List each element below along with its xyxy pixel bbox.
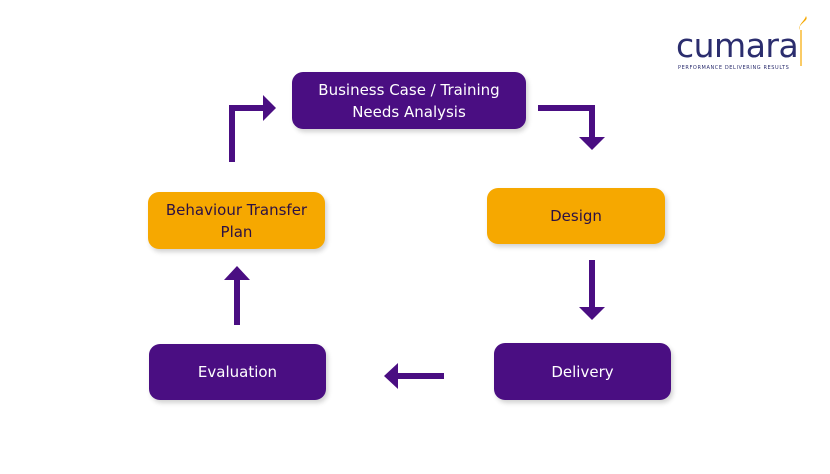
arrowhead-down-1: [579, 137, 605, 150]
arrowhead-right: [263, 95, 276, 121]
logo-wordmark: cumara: [676, 26, 799, 65]
cumara-logo: cumara PERFORMANCE DELIVERING RESULTS: [672, 16, 822, 72]
leaf-icon: [799, 16, 807, 66]
node-evaluation: Evaluation: [149, 344, 326, 400]
arrow-business-to-design: [538, 105, 595, 137]
node-behaviour-transfer: Behaviour Transfer Plan: [148, 192, 325, 249]
node-design-label: Design: [550, 207, 602, 225]
node-evaluation-label: Evaluation: [197, 363, 278, 381]
arrowhead-left: [384, 363, 398, 389]
node-design: Design: [487, 188, 665, 244]
node-delivery-label: Delivery: [551, 362, 614, 381]
arrowhead-up: [224, 266, 250, 280]
node-business-case-label: Business Case / Training Needs Analysis: [318, 80, 500, 121]
logo-tagline: PERFORMANCE DELIVERING RESULTS: [678, 65, 790, 71]
arrowhead-down-2: [579, 307, 605, 320]
node-business-case: Business Case / Training Needs Analysis: [292, 72, 526, 129]
arrow-behaviour-to-business: [229, 105, 263, 162]
node-behaviour-transfer-label: Behaviour Transfer Plan: [165, 200, 308, 241]
node-delivery: Delivery: [494, 343, 671, 400]
